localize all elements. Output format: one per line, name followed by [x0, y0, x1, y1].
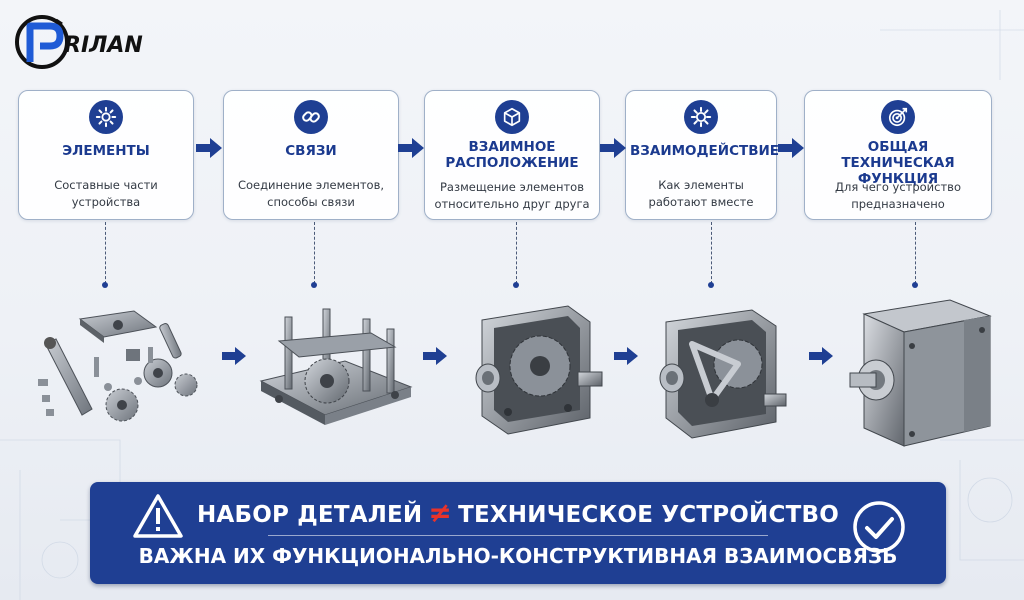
loose-parts-image	[38, 310, 198, 422]
step-description: Для чего устройство предназначено	[835, 180, 961, 211]
finished-device-image	[849, 299, 992, 447]
banner-main-statement: НАБОР ДЕТАЛЕЙ≠ТЕХНИЧЕСКОЕ УСТРОЙСТВО	[90, 496, 946, 529]
gear-icon	[89, 100, 123, 134]
arrow-right-icon	[222, 347, 246, 365]
step-description: Соединение элементов, способы связи	[237, 178, 385, 209]
arrow-right-icon	[423, 347, 447, 365]
step-title: ЭЛЕМЕНТЫ	[62, 143, 150, 159]
step-card-function: ОБЩАЯ ТЕХНИЧЕСКАЯ ФУНКЦИЯ Для чего устро…	[804, 90, 992, 220]
step-card-connections: СВЯЗИ Соединение элементов, способы связ…	[223, 90, 399, 220]
cube-icon	[495, 100, 529, 134]
chain-link-icon	[294, 100, 328, 134]
warning-icon	[133, 494, 183, 538]
arrow-right-icon	[600, 138, 626, 158]
step-card-arrangement: ВЗАИМНОЕ РАСПОЛОЖЕНИЕ Размещение элемент…	[424, 90, 600, 220]
not-equal-symbol: ≠	[428, 496, 453, 529]
step-title: ОБЩАЯ ТЕХНИЧЕСКАЯ ФУНКЦИЯ	[841, 139, 955, 187]
connector-line	[915, 222, 916, 284]
step-description: Как элементы работают вместе	[648, 178, 754, 209]
gears-icon	[684, 100, 718, 134]
step-description: Размещение элементов относительно друг д…	[434, 180, 590, 211]
connector-line	[711, 222, 712, 284]
connector-dot	[513, 282, 519, 288]
connector-dot	[102, 282, 108, 288]
banner-right-text: ТЕХНИЧЕСКОЕ УСТРОЙСТВО	[458, 502, 839, 528]
step-title: ВЗАИМНОЕ РАСПОЛОЖЕНИЕ	[445, 139, 579, 171]
step-card-interaction: ВЗАИМОДЕЙСТВИЕ Как элементы работают вме…	[625, 90, 780, 220]
connector-line	[314, 222, 315, 284]
banner-divider	[268, 535, 768, 536]
banner-subtitle: ВАЖНА ИХ ФУНКЦИОНАЛЬНО-КОНСТРУКТИВНАЯ ВЗ…	[138, 544, 898, 568]
check-circle-icon	[853, 501, 905, 553]
frame-assembly-image	[259, 308, 413, 425]
brand-logo: RIЛAN	[12, 10, 162, 74]
connector-line	[105, 222, 106, 284]
open-gearbox-image	[475, 305, 603, 435]
step-description: Составные части устройства	[54, 178, 158, 209]
connector-line	[516, 222, 517, 284]
step-title: ВЗАИМОДЕЙСТВИЕ	[630, 143, 780, 159]
step-card-elements: ЭЛЕМЕНТЫ Составные части устройства	[18, 90, 194, 220]
arrow-right-icon	[614, 347, 638, 365]
logo-text: RIЛAN	[64, 33, 143, 58]
arrow-right-icon	[196, 138, 222, 158]
conclusion-banner: НАБОР ДЕТАЛЕЙ≠ТЕХНИЧЕСКОЕ УСТРОЙСТВО ВАЖ…	[90, 482, 946, 584]
working-gearbox-image	[659, 309, 787, 439]
connector-dot	[708, 282, 714, 288]
step-title: СВЯЗИ	[285, 143, 337, 159]
banner-left-text: НАБОР ДЕТАЛЕЙ	[197, 502, 423, 528]
arrow-right-icon	[398, 138, 424, 158]
connector-dot	[311, 282, 317, 288]
arrow-right-icon	[809, 347, 833, 365]
connector-dot	[912, 282, 918, 288]
arrow-right-icon	[778, 138, 804, 158]
target-icon	[881, 100, 915, 134]
